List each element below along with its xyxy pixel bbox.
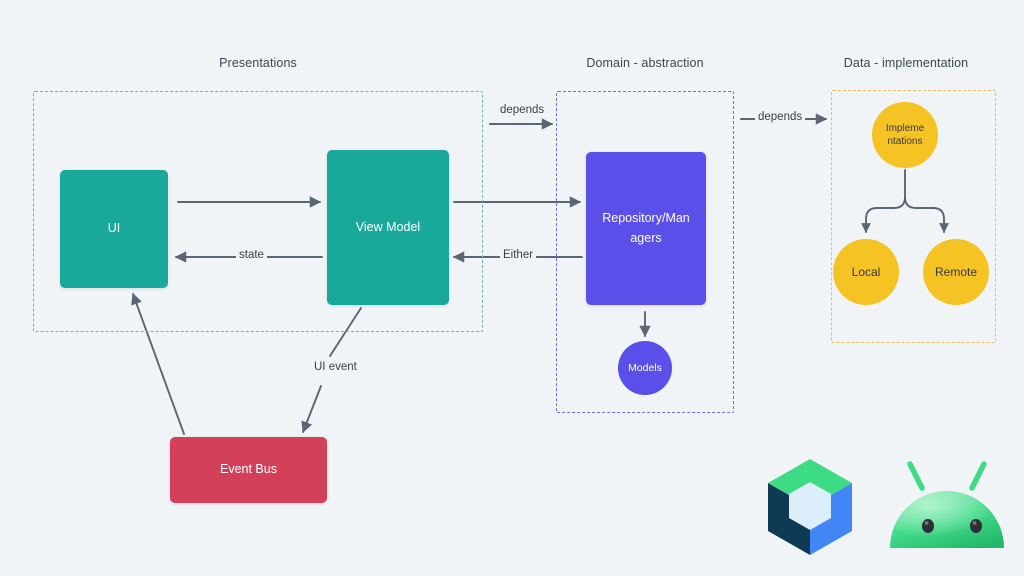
- node-models-label: Models: [628, 361, 662, 374]
- node-ui[interactable]: UI: [60, 170, 168, 288]
- edge-uievent-arrow: [301, 385, 322, 434]
- node-local[interactable]: Local: [833, 239, 899, 305]
- zone-presentations: [33, 91, 483, 332]
- node-models[interactable]: Models: [618, 341, 672, 395]
- jetpack-compose-logo: [768, 459, 852, 555]
- edge-label-depends-domain: depends: [755, 111, 806, 123]
- node-implementations-label: Impleme ntations: [885, 122, 925, 148]
- group-title-data: Data - implementation: [843, 56, 969, 70]
- edge-label-ui-event: UI event: [314, 361, 357, 373]
- node-repository-managers[interactable]: Repository/Man agers: [586, 152, 706, 305]
- edge-label-depends-presentations: depends: [497, 104, 548, 116]
- node-remote[interactable]: Remote: [923, 239, 989, 305]
- android-eye-right: [970, 519, 982, 533]
- group-title-domain: Domain - abstraction: [586, 56, 704, 70]
- edge-label-either: Either: [500, 249, 537, 261]
- node-event-bus-label: Event Bus: [220, 462, 277, 477]
- group-title-presentations: Presentations: [219, 56, 297, 70]
- edge-label-state: state: [236, 249, 267, 261]
- zone-domain: [556, 91, 734, 413]
- node-repository-managers-label: Repository/Man agers: [602, 211, 690, 245]
- node-remote-label: Remote: [934, 264, 978, 279]
- android-eye-left: [922, 519, 934, 533]
- node-view-model[interactable]: View Model: [327, 150, 449, 305]
- android-logo: [890, 461, 1004, 548]
- node-view-model-label: View Model: [355, 219, 421, 234]
- node-local-label: Local: [851, 264, 881, 279]
- node-ui-label: UI: [107, 221, 121, 236]
- node-event-bus[interactable]: Event Bus: [170, 437, 327, 503]
- zone-data: [831, 90, 996, 343]
- node-implementations[interactable]: Impleme ntations: [872, 102, 938, 168]
